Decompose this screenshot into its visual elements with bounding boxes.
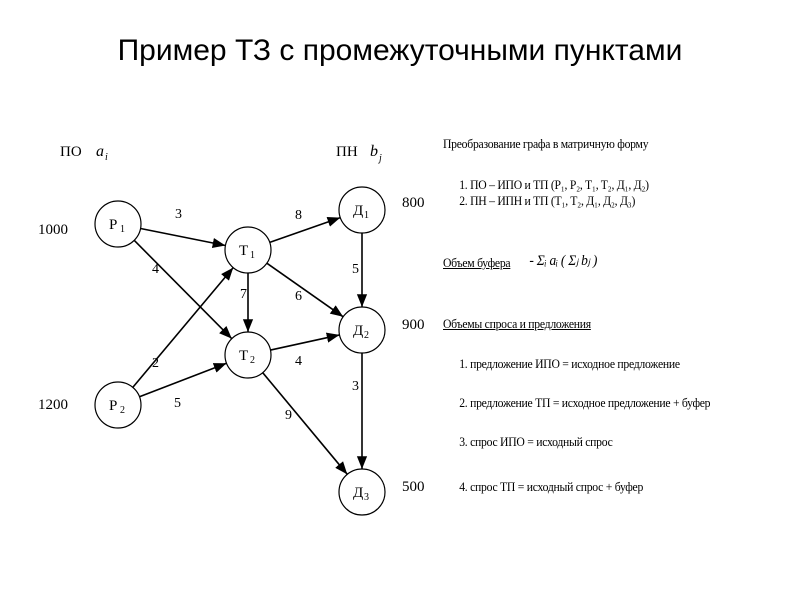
node-label-sub: 2 (364, 330, 369, 341)
edge-T1-D2 (266, 262, 344, 318)
node-circle (94, 381, 142, 429)
node-circle (224, 226, 272, 274)
node-label-sub: 3 (364, 492, 369, 503)
node-circle (94, 200, 142, 248)
edge-P2-T2 (139, 362, 227, 398)
demand-symbol: b (370, 143, 378, 160)
node-label: Д (353, 203, 363, 219)
edge-weight: 5 (352, 262, 359, 277)
edge-weight: 9 (285, 408, 292, 423)
edge-P2-T1 (132, 267, 234, 388)
demand-symbol-sub: j (377, 153, 382, 164)
list-item: 2. ПН – ИПН и ТП (T₁, T₂, Д₁, Д₂, Д₃) (459, 193, 636, 208)
quantity-P2: 1200 (38, 397, 68, 413)
node-circle (338, 186, 386, 234)
quantity-D3: 500 (402, 479, 425, 495)
node-circle (338, 306, 386, 354)
buffer-formula: - Σᵢ aᵢ ( Σⱼ bⱼ ) (529, 253, 598, 269)
heading-matrix-form: Преобразование графа в матричную форму (443, 136, 649, 151)
node-label: P (109, 217, 117, 233)
list-item: 1. предложение ИПО = исходное предложени… (459, 356, 680, 371)
node-label-sub: 2 (120, 405, 125, 416)
supply-header: ПО (60, 144, 82, 160)
edge-P1-T1 (140, 227, 226, 248)
edge-weight: 4 (152, 262, 159, 277)
list-item: 3. спрос ИПО = исходный спрос (459, 434, 613, 449)
edge-weight: 6 (295, 289, 302, 304)
supply-symbol-sub: i (105, 152, 108, 163)
edge-T2-D2 (270, 332, 340, 351)
node-label: Д (353, 485, 363, 501)
edge-weight: 8 (295, 208, 302, 223)
quantity-P1: 1000 (38, 222, 68, 238)
node-circle (224, 331, 272, 379)
node-label: P (109, 398, 117, 414)
demand-header: ПН (336, 144, 358, 160)
edge-weight: 2 (152, 356, 159, 371)
slide-title: Пример ТЗ с промежуточными пунктами (117, 34, 683, 67)
supply-symbol: a (96, 143, 104, 160)
edge-T1-D1 (269, 216, 341, 244)
node-circle (338, 468, 386, 516)
edge-T2-D3 (262, 372, 348, 475)
buffer-label: Объем буфера (443, 255, 511, 270)
edge-weight: 5 (174, 396, 181, 411)
edge-weight: 4 (295, 354, 302, 369)
node-label-sub: 1 (364, 210, 369, 221)
list-item: 4. спрос ТП = исходный спрос + буфер (459, 479, 644, 494)
node-label: T (239, 243, 248, 259)
quantity-D2: 900 (402, 317, 425, 333)
node-label-sub: 2 (250, 355, 255, 366)
edge-weight: 3 (175, 207, 182, 222)
list-item: 1. ПО – ИПО и ТП (P₁, P₂, T₁, T₂, Д₁, Д₂… (459, 177, 649, 192)
node-label: Д (353, 323, 363, 339)
node-label: T (239, 348, 248, 364)
edge-weight: 7 (240, 287, 247, 302)
node-label-sub: 1 (250, 250, 255, 261)
list-item: 2. предложение ТП = исходное предложение… (459, 395, 711, 410)
heading-supply-demand: Объемы спроса и предложения (443, 316, 591, 331)
quantity-D1: 800 (402, 195, 425, 211)
edge-P1-T2 (133, 239, 233, 340)
edge-weight: 3 (352, 379, 359, 394)
node-label-sub: 1 (120, 224, 125, 235)
